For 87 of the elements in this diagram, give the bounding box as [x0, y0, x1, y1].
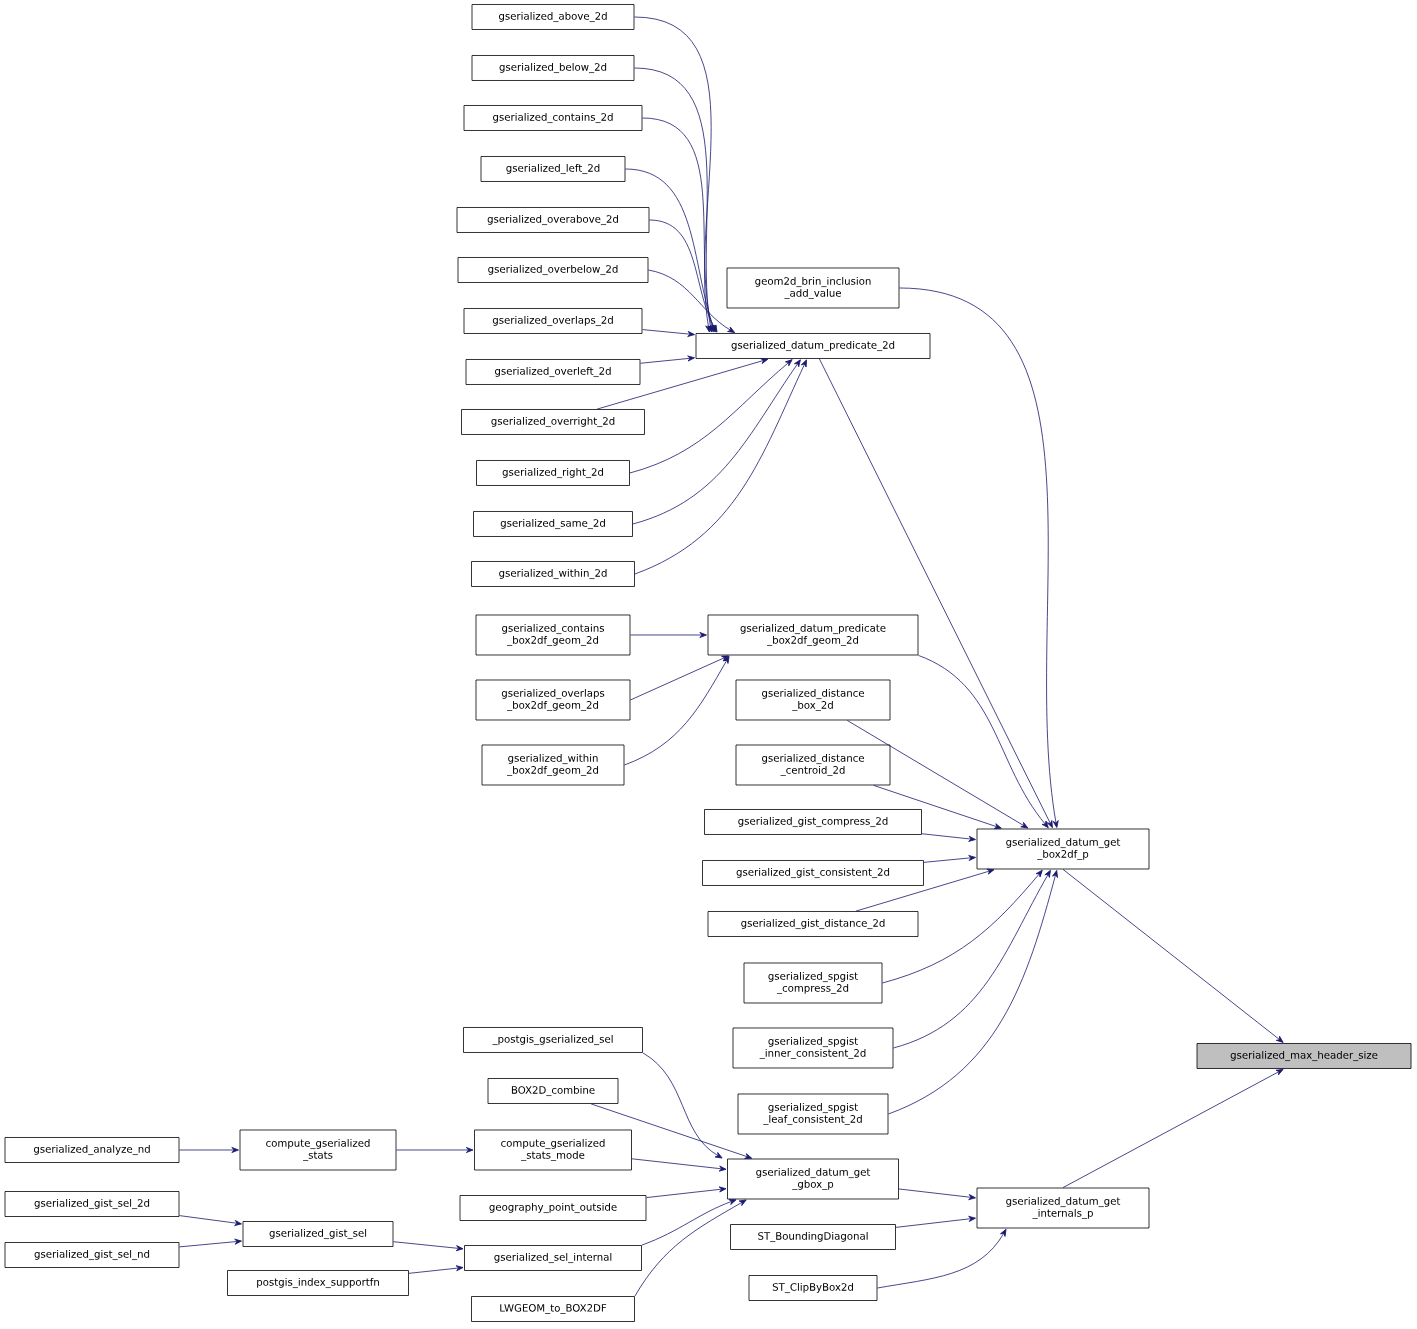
- arrow: [179, 1215, 242, 1226]
- arrow: [918, 655, 1049, 829]
- function-box: BOX2D_combine: [487, 1078, 619, 1104]
- arrow: [923, 855, 976, 863]
- function-box: gserialized_overright_2d: [461, 409, 645, 435]
- arrow: [855, 868, 995, 912]
- arrow: [393, 1241, 464, 1252]
- arrow: [921, 833, 976, 842]
- arrow: [590, 1103, 753, 1159]
- function-box: gserialized_distance _box_2d: [735, 679, 891, 721]
- function-box: gserialized_overleft_2d: [465, 359, 641, 385]
- arrow: [630, 632, 707, 638]
- function-box: gserialized_within _box2df_geom_2d: [481, 744, 625, 786]
- arrow: [640, 355, 695, 364]
- arrow: [179, 1147, 239, 1153]
- function-box: geom2d_brin_inclusion _add_value: [726, 267, 900, 309]
- function-box: compute_gserialized _stats: [239, 1129, 397, 1171]
- function-box: gserialized_gist_sel_nd: [4, 1242, 180, 1268]
- arrow: [631, 1158, 727, 1172]
- arrow: [893, 869, 1051, 1049]
- function-box: gserialized_gist_sel: [242, 1221, 394, 1247]
- function-box: gserialized_gist_sel_2d: [4, 1191, 180, 1217]
- arrow: [634, 67, 714, 333]
- function-box: ST_BoundingDiagonal: [730, 1224, 896, 1250]
- function-box: gserialized_contains _box2df_geom_2d: [475, 614, 631, 656]
- arrow: [899, 287, 1059, 828]
- arrow: [179, 1238, 242, 1248]
- arrow: [846, 720, 1029, 829]
- function-box: ST_ClipByBox2d: [748, 1275, 878, 1301]
- arrow: [625, 168, 716, 333]
- function-box: gserialized_left_2d: [480, 156, 626, 182]
- function-box: gserialized_overlaps _box2df_geom_2d: [475, 679, 631, 721]
- arrow: [642, 117, 715, 333]
- arrow: [624, 655, 730, 766]
- arrow: [888, 870, 1058, 1115]
- arrow: [1062, 1069, 1284, 1188]
- function-box: gserialized_overbelow_2d: [457, 257, 649, 283]
- function-box: gserialized_datum_predicate_2d: [695, 333, 931, 359]
- function-box: gserialized_gist_distance_2d: [707, 911, 919, 937]
- function-box: gserialized_right_2d: [476, 460, 630, 486]
- arrow: [634, 359, 807, 575]
- arrow: [630, 655, 729, 701]
- arrow: [634, 16, 712, 333]
- function-box: gserialized_spgist _inner_consistent_2d: [732, 1027, 894, 1069]
- function-box: gserialized_within_2d: [471, 561, 635, 587]
- arrow: [1062, 869, 1284, 1043]
- function-box: _postgis_gserialized_sel: [463, 1027, 643, 1053]
- function-box: gserialized_overabove_2d: [456, 207, 650, 233]
- function-box: postgis_index_supportfn: [227, 1270, 409, 1296]
- arrow: [641, 1199, 737, 1246]
- arrow: [819, 358, 1053, 828]
- arrow: [408, 1265, 464, 1274]
- arrow: [873, 785, 1002, 829]
- arrow: [642, 1052, 723, 1159]
- arrow: [632, 359, 801, 525]
- function-box: gserialized_overlaps_2d: [463, 308, 643, 334]
- arrow: [646, 1186, 727, 1198]
- function-box: gserialized_spgist _compress_2d: [743, 962, 883, 1004]
- highlighted-function-box: gserialized_max_header_size: [1196, 1043, 1412, 1069]
- arrow: [396, 1147, 474, 1153]
- function-box: gserialized_datum_predicate _box2df_geom_2d: [707, 614, 919, 656]
- arrow: [596, 358, 769, 410]
- function-box: gserialized_contains_2d: [463, 105, 643, 131]
- function-box: gserialized_distance _centroid_2d: [735, 744, 891, 786]
- function-box: gserialized_datum_get _gbox_p: [727, 1158, 899, 1200]
- function-box: geography_point_outside: [459, 1195, 647, 1221]
- arrow: [649, 219, 718, 333]
- function-box: gserialized_sel_internal: [464, 1245, 642, 1271]
- function-box: compute_gserialized _stats_mode: [474, 1129, 632, 1171]
- function-box: gserialized_same_2d: [473, 511, 633, 537]
- arrow: [898, 1188, 976, 1201]
- arrow: [648, 269, 736, 333]
- function-box: gserialized_analyze_nd: [4, 1137, 180, 1163]
- arrow: [642, 329, 695, 337]
- function-box: gserialized_gist_consistent_2d: [702, 860, 924, 886]
- function-box: gserialized_above_2d: [471, 4, 635, 30]
- function-box: gserialized_datum_get _box2df_p: [976, 828, 1150, 870]
- function-box: gserialized_below_2d: [471, 55, 635, 81]
- arrow: [634, 1199, 747, 1297]
- arrow: [882, 869, 1043, 984]
- function-box: gserialized_gist_compress_2d: [704, 809, 922, 835]
- function-box: gserialized_spgist _leaf_consistent_2d: [737, 1093, 889, 1135]
- arrow: [895, 1215, 976, 1228]
- arrow: [877, 1228, 1007, 1289]
- function-box: gserialized_datum_get _internals_p: [976, 1187, 1150, 1229]
- function-box: LWGEOM_to_BOX2DF: [471, 1296, 635, 1322]
- arrow: [629, 359, 793, 474]
